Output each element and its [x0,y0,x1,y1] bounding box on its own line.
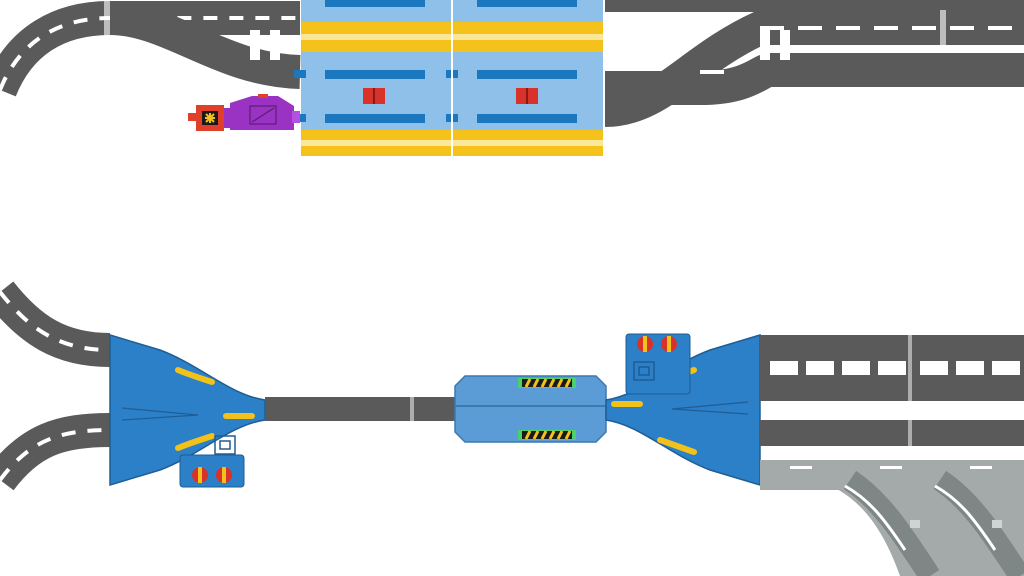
track-light-bottom-right[interactable] [760,460,1024,576]
track-curve-top-left[interactable] [0,0,301,97]
track-curve-bottom-left[interactable] [0,413,111,491]
station-piece-right[interactable] [446,0,603,156]
tunnel-bridge[interactable] [454,375,607,443]
track-curve-mid-left[interactable] [0,281,111,367]
train[interactable] [188,94,300,131]
signal-box-right[interactable] [625,333,691,395]
track-straight-center[interactable] [265,397,455,421]
signal-box-left[interactable] [179,454,245,488]
station-piece-left[interactable] [294,0,451,156]
track-top-right[interactable] [604,0,1024,127]
station-joint [451,0,453,156]
track-right-upper[interactable] [760,335,1024,401]
track-right-lower[interactable] [760,420,1024,446]
